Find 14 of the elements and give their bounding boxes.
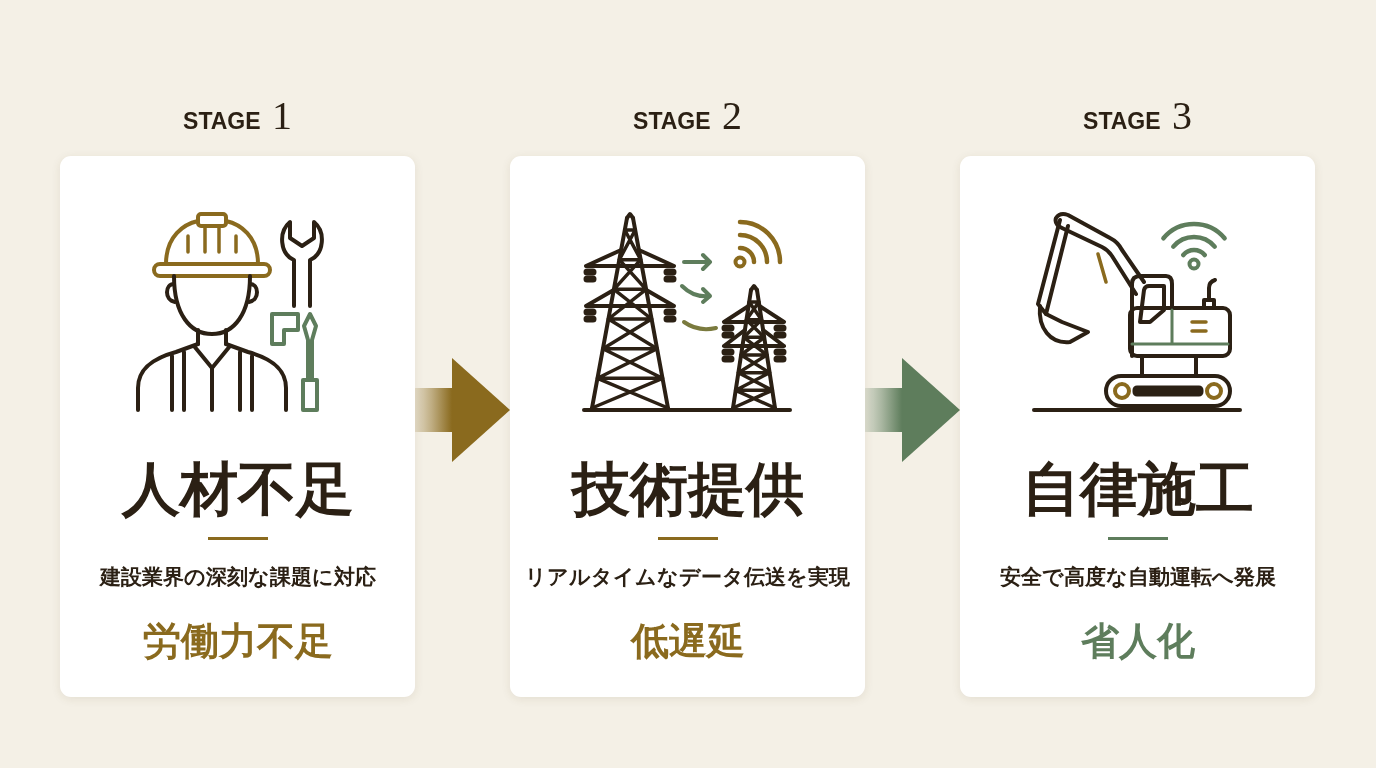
stage-description: 建設業界の深刻な課題に対応 — [99, 564, 376, 591]
stage-heading: STAGE 3 — [1083, 92, 1192, 140]
stage-title: 技術提供 — [571, 456, 804, 524]
flow-arrow — [415, 358, 510, 462]
flow-arrow — [865, 358, 960, 462]
stage-heading: STAGE 2 — [633, 92, 742, 140]
stage-keyword: 労働力不足 — [142, 619, 333, 664]
stage-title: 自律施工 — [1021, 456, 1254, 524]
stage-keyword: 低遅延 — [630, 619, 745, 664]
stage-heading: STAGE 1 — [183, 92, 292, 140]
stage-title: 人材不足 — [121, 456, 354, 524]
stage-keyword: 省人化 — [1080, 619, 1195, 664]
stage-description: 安全で高度な自動運転へ発展 — [999, 564, 1276, 591]
stage-description: リアルタイムなデータ伝送を実現 — [525, 564, 850, 591]
